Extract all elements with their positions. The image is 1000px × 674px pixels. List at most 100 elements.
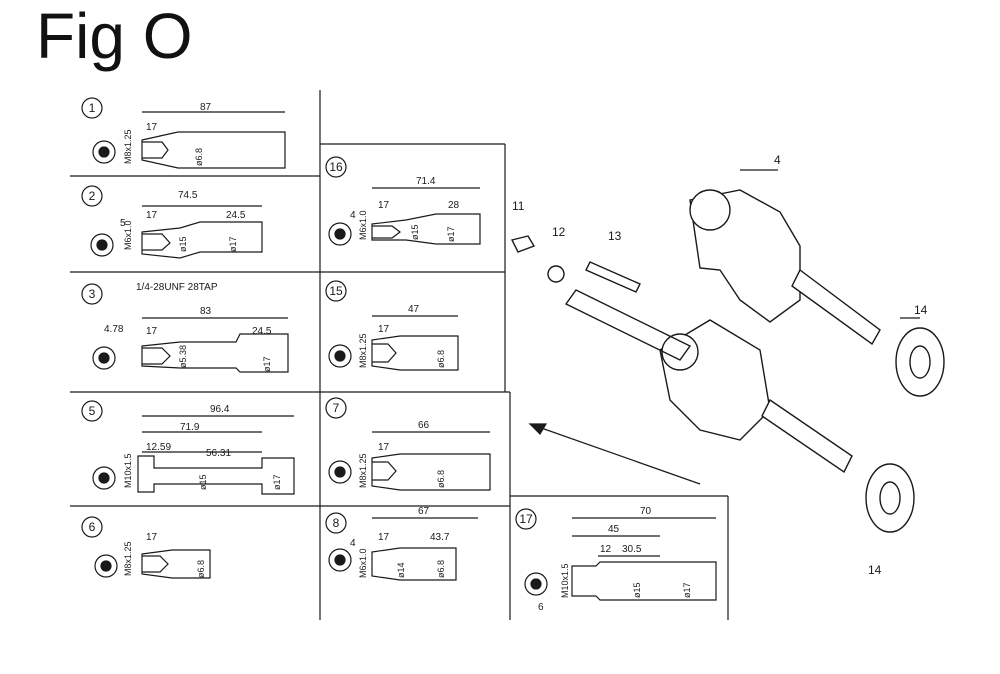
thread-spec: M8x1.25: [123, 129, 133, 164]
dimension-label: 45: [608, 524, 620, 535]
diameter-label: ø15: [410, 224, 420, 240]
pointer-arrow: [528, 423, 548, 435]
part-number: 14: [914, 303, 928, 317]
thread-spec: M6x1.0: [358, 548, 368, 578]
thread-hole: [142, 347, 171, 365]
panel-number: 17: [519, 512, 533, 526]
dimension-label: 71.4: [416, 176, 436, 187]
end-view-icon: [334, 350, 346, 362]
end-view-icon: [334, 554, 346, 566]
shaft-outline: [371, 335, 459, 371]
dimension-label: 4: [350, 538, 356, 549]
thread-spec: M6x1.0: [358, 210, 368, 240]
shaft-outline: [141, 221, 263, 259]
diameter-label: ø6.8: [194, 148, 204, 166]
end-view-icon: [334, 228, 346, 240]
dimension-label: 17: [378, 200, 390, 211]
shaft-outline: [141, 549, 211, 579]
dimension-label: 17: [146, 532, 158, 543]
dimension-label: 28: [448, 200, 460, 211]
thread-hole: [372, 461, 397, 481]
panel-number: 7: [333, 401, 340, 415]
dimension-label: 70: [640, 506, 652, 517]
dimension-label: 17: [378, 442, 390, 453]
dimension-label: 4: [350, 210, 356, 221]
thread-spec: M8x1.25: [123, 541, 133, 576]
diameter-label: ø6.8: [436, 470, 446, 488]
panel-number: 15: [329, 284, 343, 298]
panel-number-circle: [81, 283, 103, 305]
part-number: 14: [868, 563, 882, 577]
dimension-label: 17: [146, 122, 158, 133]
dimension-label: 96.4: [210, 404, 230, 415]
end-view-icon: [530, 578, 542, 590]
part-number: 13: [608, 229, 622, 243]
diameter-label: ø17: [446, 226, 456, 242]
bolt: [510, 235, 536, 253]
diameter-label: ø6.8: [436, 560, 446, 578]
shaft-sleeve: [564, 289, 692, 361]
panel-number: 16: [329, 160, 343, 174]
dimension-label: 24.5: [252, 326, 272, 337]
end-view-icon: [98, 352, 110, 364]
end-view-icon: [96, 239, 108, 251]
dimension-label: 66: [418, 420, 430, 431]
diameter-label: ø17: [272, 474, 282, 490]
thread-hole: [372, 225, 401, 239]
dimension-label: 47: [408, 304, 420, 315]
thread-spec: M6x1.0: [123, 220, 133, 250]
diameter-label: ø17: [262, 356, 272, 372]
bearing: [909, 345, 931, 379]
thread-spec: M10x1.5: [123, 453, 133, 488]
diameter-label: ø6.8: [436, 350, 446, 368]
bearing: [879, 481, 901, 515]
panel-number-circle: [515, 508, 537, 530]
part-number: 4: [774, 153, 781, 167]
panel-number: 6: [89, 520, 96, 534]
pointer-arrow: [529, 423, 701, 485]
thread-spec: M10x1.5: [560, 563, 570, 598]
thread-spec: 1/4-28UNF 28TAP: [136, 282, 218, 293]
shaft-outline: [137, 455, 295, 495]
dimension-label: 6: [538, 602, 544, 613]
end-view-icon: [100, 560, 112, 572]
dimension-label: 24.5: [226, 210, 246, 221]
crankshaft-shaft: [761, 398, 853, 474]
thread-spec: M8x1.25: [358, 333, 368, 368]
panel-number-circle: [81, 516, 103, 538]
dimension-label: 56.31: [206, 448, 231, 459]
dimension-label: 17: [146, 210, 158, 221]
thread-hole: [142, 555, 169, 573]
key: [585, 261, 641, 293]
shaft-outline: [371, 213, 481, 245]
shaft-outline: [371, 547, 457, 581]
diameter-label: ø17: [682, 582, 692, 598]
diameter-label: ø5.38: [178, 345, 188, 368]
panel-number: 3: [89, 287, 96, 301]
diameter-label: ø15: [198, 474, 208, 490]
dimension-label: 4.78: [104, 324, 124, 335]
panel-number: 1: [89, 101, 96, 115]
shaft-outline: [141, 131, 286, 169]
dimension-label: 12.59: [146, 442, 171, 453]
thread-spec: M8x1.25: [358, 453, 368, 488]
diameter-label: ø14: [396, 562, 406, 578]
panel-number-circle: [325, 397, 347, 419]
end-view-icon: [334, 466, 346, 478]
shaft-outline: [141, 333, 289, 373]
dimension-label: 71.9: [180, 422, 200, 433]
panel-number-circle: [81, 400, 103, 422]
dimension-label: 17: [378, 324, 390, 335]
diameter-label: ø17: [228, 236, 238, 252]
dimension-label: 17: [146, 326, 158, 337]
panel-number-circle: [325, 280, 347, 302]
dimension-label: 83: [200, 306, 212, 317]
end-view-icon: [98, 146, 110, 158]
dimension-label: 43.7: [430, 532, 450, 543]
part-number: 11: [512, 199, 525, 213]
shaft-outline: [571, 561, 717, 601]
dimension-label: 30.5: [622, 544, 642, 555]
timing-gear: [689, 189, 731, 231]
crankshaft-shaft: [791, 268, 881, 346]
